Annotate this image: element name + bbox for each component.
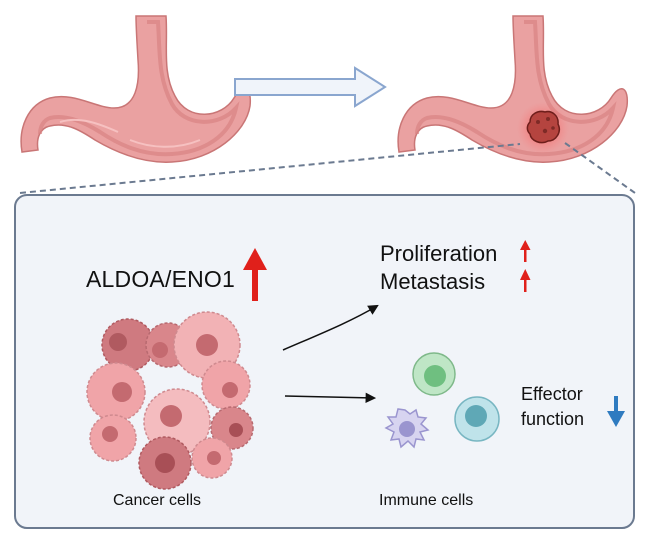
- metastasis-label: Metastasis: [380, 269, 486, 294]
- right-arrow-icon: [234, 66, 387, 108]
- function-label: function: [521, 409, 585, 429]
- proliferation-label: Proliferation: [380, 241, 498, 266]
- gene-label: ALDOA/ENO1: [86, 266, 235, 292]
- immune-cell-teal: [454, 396, 500, 442]
- zoom-line-left: [19, 143, 521, 194]
- metastasis-up-arrow-icon: [520, 269, 531, 292]
- stomach-with-tumor-icon: [397, 15, 629, 163]
- detail-panel: [14, 194, 635, 529]
- immune-cell-dendritic: [384, 408, 430, 449]
- proliferation-up-arrow-icon: [520, 240, 531, 262]
- cancer-cells-label: Cancer cells: [113, 492, 202, 509]
- cancer-cell-cluster: [86, 311, 254, 490]
- tumor-icon: [526, 110, 560, 144]
- arrow-to-immune: [284, 392, 377, 404]
- blue-down-arrow-icon: [607, 396, 625, 427]
- effector-label: Effector: [521, 384, 583, 404]
- immune-cells-label: Immune cells: [379, 492, 474, 509]
- zoom-line-right: [564, 142, 636, 194]
- red-up-arrow-icon: [243, 248, 267, 301]
- normal-stomach-icon: [20, 15, 252, 163]
- arrow-to-outcomes: [282, 304, 379, 351]
- immune-cell-green: [412, 352, 456, 396]
